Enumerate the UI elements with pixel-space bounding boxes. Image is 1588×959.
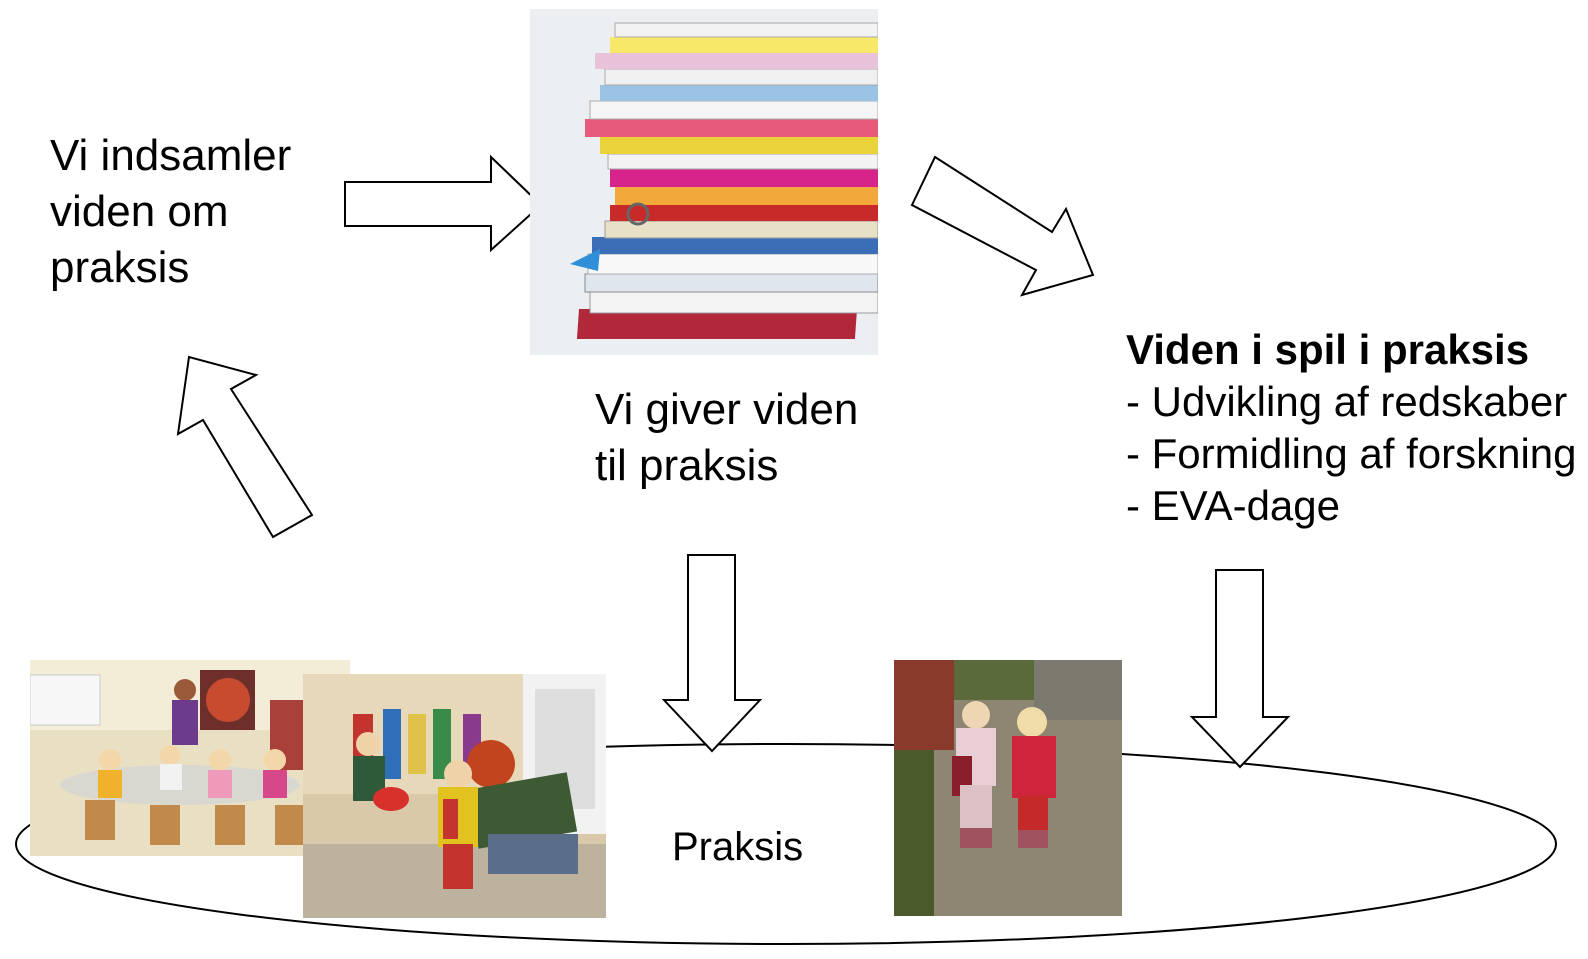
- collect-knowledge-text: Vi indsamler viden om praksis: [50, 131, 292, 292]
- knowledge-in-play-title: Viden i spil i praksis: [1126, 326, 1530, 373]
- wardrobe-photo: [303, 674, 606, 918]
- folder-stack-graphic: [570, 22, 878, 339]
- knowledge-in-play-item: - Formidling af forskning: [1126, 430, 1577, 477]
- arrow-right-to-folders: [344, 154, 543, 253]
- knowledge-in-play-item: - EVA-dage: [1126, 482, 1340, 529]
- arrow-to-viden-i-spil: [910, 155, 1095, 297]
- children-outdoor-photo: [894, 660, 1122, 916]
- knowledge-in-play-block: Viden i spil i praksis - Udvikling af re…: [1126, 324, 1586, 532]
- arrow-up-to-collect: [176, 355, 314, 539]
- arrow-down-to-praksis-right: [1189, 569, 1291, 769]
- classroom-photo: [30, 660, 350, 856]
- arrow-down-to-praksis-center: [661, 554, 763, 753]
- folders-stack-photo: [530, 9, 878, 355]
- practice-label: Praksis: [672, 825, 804, 869]
- knowledge-in-play-item: - Udvikling af redskaber: [1126, 378, 1568, 425]
- give-knowledge-text: Vi giver viden til praksis: [595, 385, 859, 490]
